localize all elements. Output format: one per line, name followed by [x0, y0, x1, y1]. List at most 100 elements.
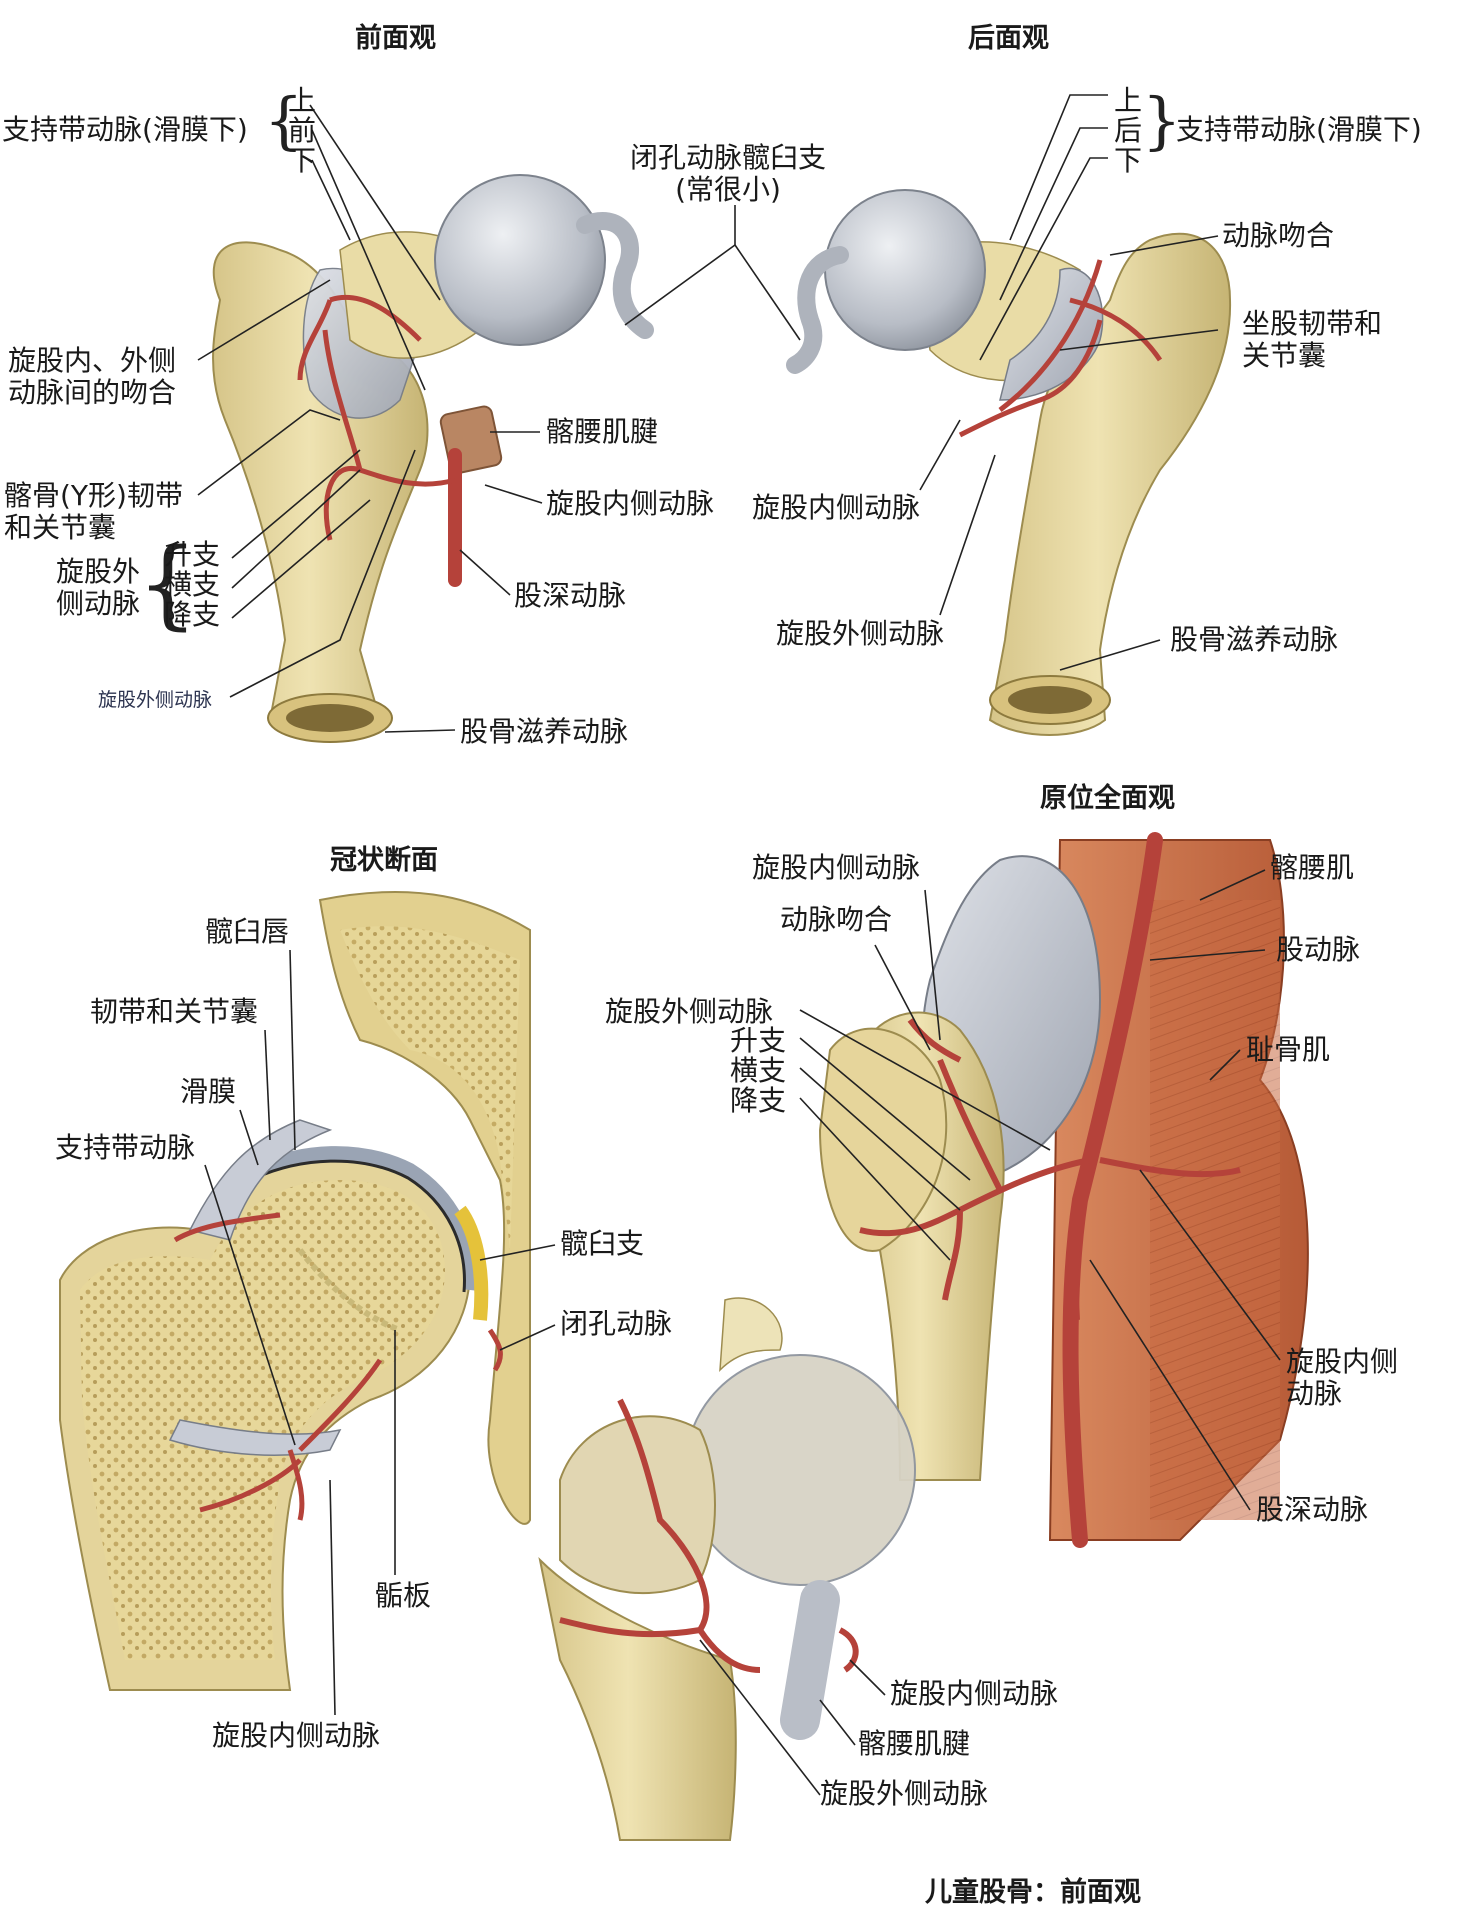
leader-cor-acetab [479, 1244, 556, 1261]
coronal-labrum [454, 1205, 489, 1321]
label-retinacular-arteries-anterior: 支持带动脉(滑膜下) [2, 113, 248, 146]
label-acetabular-branch-coronal: 髋臼支 [560, 1227, 645, 1260]
coronal-articular-cartilage [256, 1146, 478, 1291]
label-transverse-branch: 横支 [164, 568, 221, 601]
title-in-situ-view: 原位全面观 [1040, 783, 1175, 814]
label-epiphyseal-plate: 骺板 [375, 1579, 432, 1612]
label-medial-circumflex-coronal: 旋股内侧动脉 [212, 1719, 381, 1752]
leader-front [311, 129, 426, 391]
leader-post-upper [1009, 94, 1108, 241]
coronal-femur-spongy [80, 1180, 445, 1660]
leader-cor-labrum [289, 949, 296, 1151]
label-ligament-and-capsule: 韧带和关节囊 [90, 995, 259, 1028]
label-anterior-branch-stack: 上 前 下 [288, 86, 316, 176]
in-situ-trochanter [818, 1027, 948, 1252]
label-iliopsoas-tendon-child: 髂腰肌腱 [858, 1727, 971, 1760]
leader-cor-obturator [499, 1324, 556, 1351]
posterior-view-drawing [786, 189, 1232, 736]
label-nutrient-anterior: 股骨滋养动脉 [460, 715, 629, 748]
label-branch-inferior: 下 [288, 144, 317, 177]
label-lateral-circumflex-small: 旋股外侧动脉 [98, 689, 213, 711]
leader-desc [231, 499, 371, 619]
label-iliofemoral-line1: 髂骨(Y形)韧带 [4, 479, 183, 512]
label-deep-femoral-anterior: 股深动脉 [514, 579, 627, 612]
label-lateral-circumflex-group: 旋股外 侧动脉 [56, 556, 140, 620]
leader-situ-iliopsoas [1199, 869, 1266, 901]
leader-post-nutrient [1059, 639, 1161, 671]
in-situ-deep-femoral [1068, 1118, 1105, 1321]
label-deep-femoral-in-situ: 股深动脉 [1256, 1493, 1369, 1526]
leader-medial-ant [484, 484, 543, 504]
label-descending-branch: 降支 [164, 598, 221, 631]
child-greater-trochanter [559, 1415, 716, 1595]
label-anastomosis-line1: 旋股内、外侧 [8, 344, 177, 377]
child-femur-shaft [538, 1556, 737, 1841]
leader-situ-trans [799, 1067, 961, 1211]
leader-child-lateral [699, 1639, 821, 1796]
leader-situ-pectineus [1209, 1049, 1241, 1081]
posterior-marrow [1008, 686, 1092, 714]
label-circumflex-anastomosis: 旋股内、外侧 动脉间的吻合 [8, 345, 176, 409]
label-obturator-line2: (常很小) [675, 173, 781, 206]
leader-situ-medial [924, 889, 941, 1041]
label-acetabular-labrum: 髋臼唇 [205, 915, 290, 948]
anterior-femoral-head [434, 174, 606, 346]
child-arteries [559, 1398, 859, 1673]
label-post-branch-inferior: 下 [1114, 144, 1143, 177]
label-retinacular-arteries-posterior: 支持带动脉(滑膜下) [1176, 113, 1422, 146]
label-femoral-artery: 股动脉 [1276, 933, 1361, 966]
leader-post-lateral [939, 454, 996, 616]
leader-trans [231, 469, 361, 589]
leader-lat-small [229, 449, 416, 698]
leader-post-ischio [1059, 329, 1219, 351]
label-medial-circumflex-posterior: 旋股内侧动脉 [752, 491, 921, 524]
label-ischiofemoral-line1: 坐股韧带和 [1242, 307, 1383, 340]
leader-nutrient-ant [384, 729, 456, 733]
coronal-epiphyseal-plate [297, 1248, 401, 1333]
label-in-situ-medial-line1: 旋股内侧 [1286, 1345, 1399, 1378]
label-anastomosis-posterior: 动脉吻合 [1222, 219, 1335, 252]
title-coronal-section: 冠状断面 [330, 845, 438, 876]
brace-anterior-retinacular: { [264, 84, 304, 157]
posterior-ligamentum-teres [786, 246, 849, 374]
brace-posterior-retinacular: } [1142, 84, 1182, 157]
anterior-view-drawing [212, 174, 654, 743]
leader-cor-retinacular [204, 1164, 296, 1446]
label-ischiofemoral-line2: 关节囊 [1242, 339, 1327, 372]
label-in-situ-medial-line2: 动脉 [1286, 1377, 1343, 1410]
label-lateral-circumflex-child: 旋股外侧动脉 [820, 1777, 989, 1810]
label-pectineus-muscle: 耻骨肌 [1246, 1033, 1331, 1066]
label-retinacular-artery-coronal: 支持带动脉 [55, 1131, 196, 1164]
label-branch-anterior: 前 [288, 114, 317, 147]
label-obturator-acetabular-branch: 闭孔动脉髋臼支 (常很小) [630, 142, 826, 206]
posterior-artery-network [958, 259, 1163, 438]
title-posterior-view: 后面观 [968, 23, 1049, 54]
leader-obt-left [624, 244, 736, 326]
label-lateral-circumflex-in-situ: 旋股外侧动脉 [605, 995, 774, 1028]
leader-situ-medial-right [1139, 1169, 1281, 1361]
anterior-ligamentum-teres [576, 212, 654, 339]
leader-asc [231, 449, 361, 559]
in-situ-circumflex-branches [859, 1018, 1241, 1301]
leader-situ-desc [799, 1097, 951, 1261]
label-in-situ-branch-stack: 升支 横支 降支 [730, 1026, 786, 1116]
child-femur-drawing [538, 1297, 916, 1841]
label-post-branch-posterior: 后 [1114, 114, 1143, 147]
leader-post-back [999, 127, 1108, 301]
leader-post-lower [979, 157, 1108, 361]
title-child-femur: 儿童股骨：前面观 [925, 1877, 1141, 1908]
child-femoral-head [684, 1354, 916, 1586]
label-anastomosis-in-situ: 动脉吻合 [780, 903, 893, 936]
brace-lateral-branches: { [137, 528, 199, 640]
label-nutrient-posterior: 股骨滋养动脉 [1170, 623, 1339, 656]
leader-child-medial [849, 1659, 886, 1696]
label-branch-superior: 上 [288, 84, 317, 117]
label-iliopsoas-muscle: 髂腰肌 [1270, 851, 1355, 884]
label-ascending-branch: 升支 [164, 538, 221, 571]
label-post-branch-superior: 上 [1114, 84, 1143, 117]
leader-situ-anast [874, 944, 931, 1051]
label-medial-circumflex-child: 旋股内侧动脉 [890, 1677, 1059, 1710]
coronal-section-drawing [59, 890, 531, 1691]
leader-post-anast [1109, 235, 1219, 256]
